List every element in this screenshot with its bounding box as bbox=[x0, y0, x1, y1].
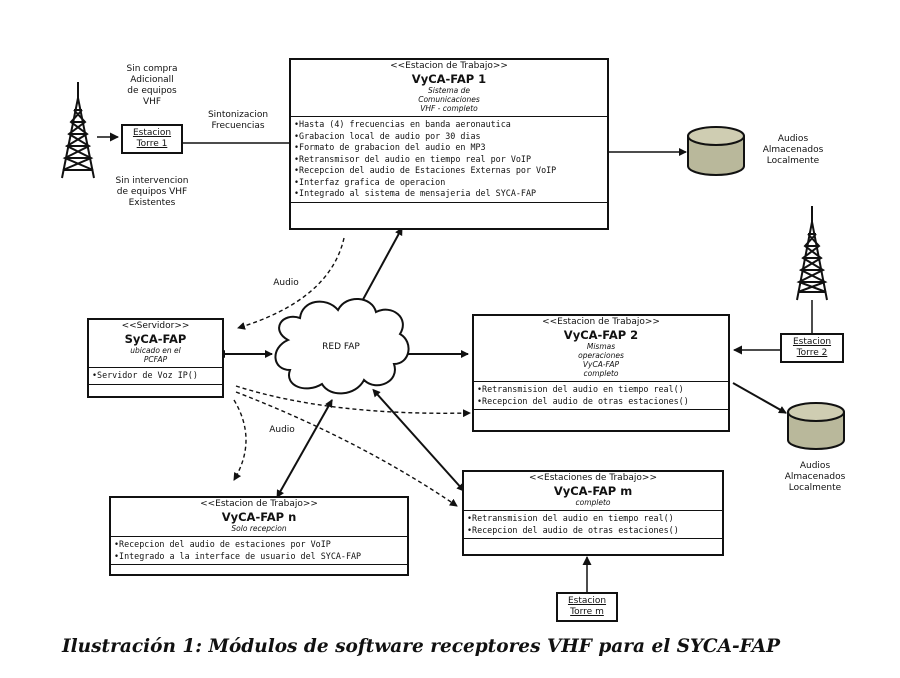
box1-attributes: •Hasta (4) frecuencias en banda aeronaut… bbox=[291, 117, 607, 203]
boxn-header: <<Estacion de Trabajo>> VyCA-FAP n Solo … bbox=[111, 498, 407, 537]
workstation-vyca-fap-2: <<Estacion de Trabajo>> VyCA-FAP 2 Misma… bbox=[472, 314, 730, 432]
attribute-item: •Recepcion del audio de Estaciones Exter… bbox=[294, 165, 557, 175]
red-fap-cloud-shape bbox=[274, 298, 410, 395]
workstation-vyca-fap-n: <<Estacion de Trabajo>> VyCA-FAP n Solo … bbox=[109, 496, 409, 576]
database-2-icon bbox=[787, 402, 845, 450]
attribute-item: •Retransmision del audio en tiempo real(… bbox=[477, 384, 684, 394]
boxn-stereotype: <<Estacion de Trabajo>> bbox=[200, 499, 318, 509]
box2-stereotype: <<Estacion de Trabajo>> bbox=[542, 317, 660, 327]
attribute-item: •Hasta (4) frecuencias en banda aeronaut… bbox=[294, 119, 511, 129]
attribute-item: •Integrado al sistema de mensajeria del … bbox=[294, 188, 537, 198]
server-subtitle: PCFAP bbox=[143, 355, 168, 364]
box1-header: <<Estacion de Trabajo>> VyCA-FAP 1 Siste… bbox=[291, 60, 607, 117]
box1-name: VyCA-FAP 1 bbox=[411, 72, 487, 86]
red-fap-label: RED FAP bbox=[322, 342, 360, 352]
box2-name: VyCA-FAP 2 bbox=[563, 328, 639, 342]
box2-subtitle: operaciones bbox=[578, 351, 624, 360]
box2-attributes: •Retransmision del audio en tiempo real(… bbox=[474, 382, 728, 410]
attribute-item: •Recepcion del audio de otras estaciones… bbox=[467, 524, 679, 535]
server-name: SyCA-FAP bbox=[124, 332, 187, 346]
server-syca-fap: <<Servidor>> SyCA-FAP ubicado en el PCFA… bbox=[87, 318, 224, 398]
figure-caption: Ilustración 1: Módulos de software recep… bbox=[62, 636, 780, 657]
attribute-item: •Retransmisor del audio en tiempo real p… bbox=[294, 153, 531, 164]
server-subtitle: ubicado en el bbox=[130, 346, 181, 355]
attribute-item: •Servidor de Voz IP() bbox=[92, 370, 198, 380]
box2-subtitle: Mismas bbox=[586, 342, 616, 351]
boxm-stereotype: <<Estaciones de Trabajo>> bbox=[528, 473, 658, 483]
box2-subtitle: completo bbox=[583, 369, 619, 378]
audio-flow-mid-label: Audio bbox=[269, 425, 295, 435]
workstation-vyca-fap-1: <<Estacion de Trabajo>> VyCA-FAP 1 Siste… bbox=[289, 58, 609, 230]
box2-subtitle: VyCA-FAP bbox=[582, 360, 620, 369]
antenna-tower-2-icon bbox=[796, 206, 828, 301]
boxm-header: <<Estaciones de Trabajo>> VyCA-FAP m com… bbox=[464, 472, 722, 511]
antenna-tower-1-icon bbox=[61, 82, 95, 179]
boxm-attributes: •Retransmision del audio en tiempo real(… bbox=[464, 511, 722, 539]
boxm-name: VyCA-FAP m bbox=[553, 484, 633, 498]
box1-subtitle: Comunicaciones bbox=[418, 95, 480, 104]
box1-subtitle: Sistema de bbox=[428, 86, 470, 95]
box1-stereotype: <<Estacion de Trabajo>> bbox=[390, 61, 508, 71]
workstation-vyca-fap-m: <<Estaciones de Trabajo>> VyCA-FAP m com… bbox=[462, 470, 724, 556]
boxn-subtitle: Solo recepcion bbox=[231, 524, 287, 533]
attribute-item: •Formato de grabacion del audio en MP3 bbox=[294, 142, 486, 152]
box2-header: <<Estacion de Trabajo>> VyCA-FAP 2 Misma… bbox=[474, 316, 728, 382]
box1-subtitle: VHF - completo bbox=[420, 104, 478, 113]
database-1-icon bbox=[687, 126, 745, 176]
attribute-item: •Grabacion local de audio por 30 dias bbox=[294, 130, 481, 141]
server-header: <<Servidor>> SyCA-FAP ubicado en el PCFA… bbox=[89, 320, 222, 368]
boxn-attributes: •Recepcion del audio de estaciones por V… bbox=[111, 537, 407, 565]
attribute-item: •Interfaz grafica de operacion bbox=[294, 176, 446, 187]
boxn-name: VyCA-FAP n bbox=[221, 510, 297, 524]
attribute-item: •Integrado a la interface de usuario del… bbox=[114, 550, 362, 561]
attribute-item: •Retransmision del audio en tiempo real(… bbox=[467, 513, 674, 523]
boxm-subtitle: completo bbox=[575, 498, 611, 507]
server-stereotype: <<Servidor>> bbox=[121, 321, 190, 331]
attribute-item: •Recepcion del audio de estaciones por V… bbox=[114, 539, 331, 549]
audio-flow-top-label: Audio bbox=[273, 278, 299, 288]
attribute-item: •Recepcion del audio de otras estaciones… bbox=[477, 395, 689, 406]
server-attributes: •Servidor de Voz IP() bbox=[89, 368, 222, 385]
